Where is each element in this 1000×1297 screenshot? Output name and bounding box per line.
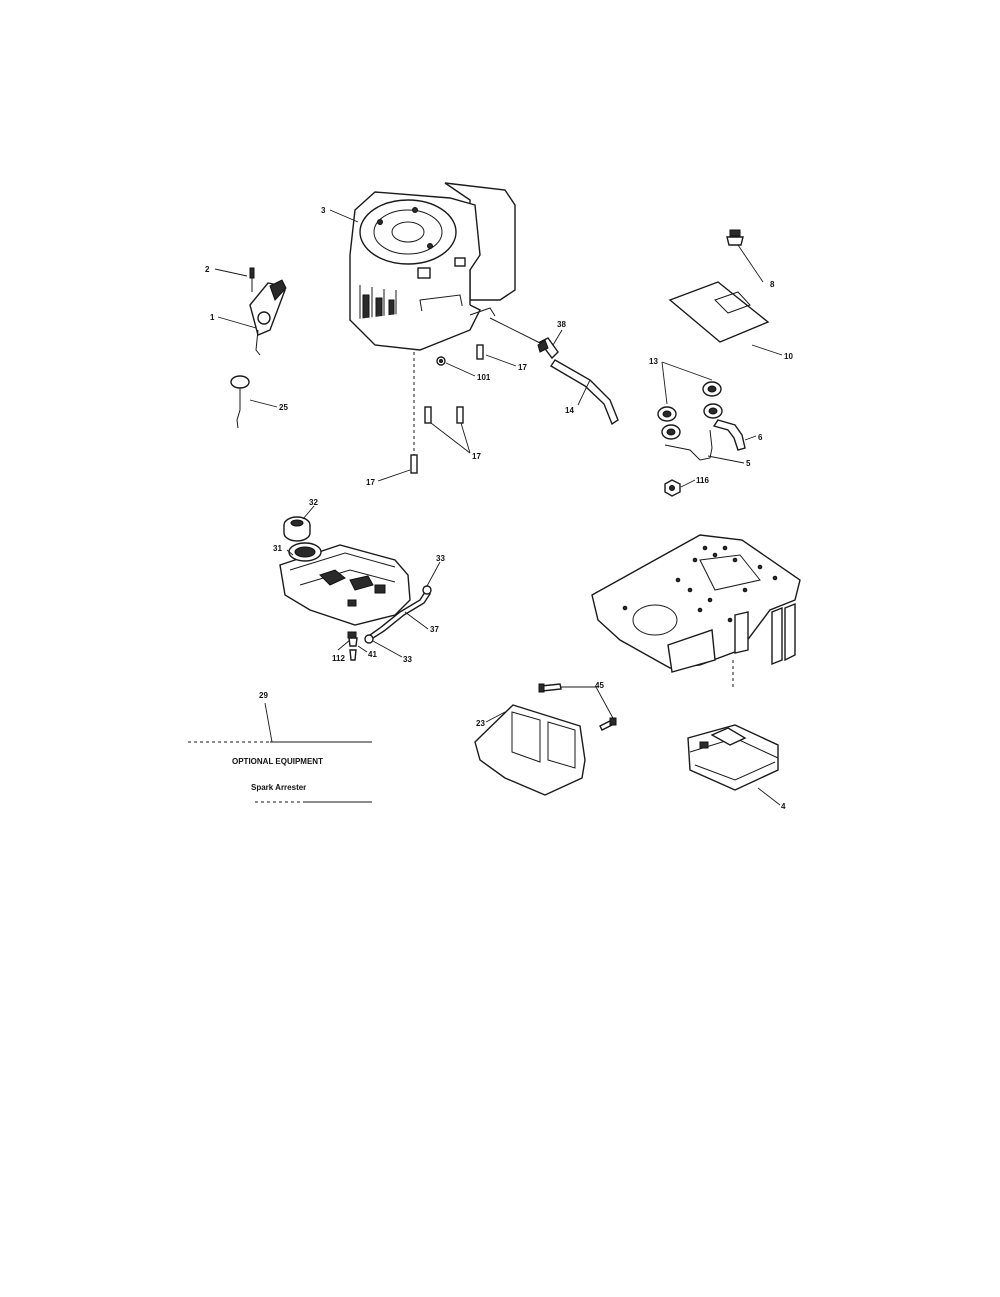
fuel-tank (279, 516, 411, 626)
heat-shield (668, 229, 770, 343)
callout-37: 37 (430, 625, 439, 634)
callout-25: 25 (279, 403, 288, 412)
callout-14: 14 (565, 406, 574, 415)
callout-6: 6 (758, 433, 763, 442)
callout-17a: 17 (518, 363, 527, 372)
callout-17c: 17 (366, 478, 375, 487)
callout-8: 8 (770, 280, 775, 289)
callout-13: 13 (649, 357, 658, 366)
engine (349, 182, 516, 470)
callout-101: 101 (477, 373, 491, 382)
callout-32: 32 (309, 498, 318, 507)
throttle-control (249, 267, 287, 356)
muffler-shield (474, 683, 617, 796)
optional-equipment-item: Spark Arrester (251, 783, 306, 792)
leader-lines (214, 209, 783, 806)
optional-equipment-heading: OPTIONAL EQUIPMENT (232, 757, 323, 766)
dipstick (230, 375, 250, 429)
bolts (410, 344, 484, 474)
callout-4: 4 (781, 802, 786, 811)
callouts: 3 2 1 25 8 10 13 6 5 116 38 14 17 101 17… (205, 206, 793, 811)
callout-5: 5 (746, 459, 751, 468)
fuel-line (347, 585, 432, 661)
callout-2: 2 (205, 265, 210, 274)
callout-45: 45 (595, 681, 604, 690)
callout-33b: 33 (403, 655, 412, 664)
chassis-frame (591, 534, 801, 690)
hose-assembly (657, 381, 746, 497)
optional-equipment-box: OPTIONAL EQUIPMENT Spark Arrester (188, 741, 372, 803)
callout-3: 3 (321, 206, 326, 215)
callout-33a: 33 (436, 554, 445, 563)
callout-116: 116 (696, 476, 709, 485)
callout-112: 112 (332, 654, 345, 663)
callout-41: 41 (368, 650, 377, 659)
muffler (687, 724, 779, 791)
fuel-hose (489, 317, 619, 426)
callout-31: 31 (273, 544, 282, 553)
callout-17b: 17 (472, 452, 481, 461)
callout-29: 29 (259, 691, 268, 700)
callout-23: 23 (476, 719, 485, 728)
callout-10: 10 (784, 352, 793, 361)
callout-38: 38 (557, 320, 566, 329)
callout-1: 1 (210, 313, 215, 322)
